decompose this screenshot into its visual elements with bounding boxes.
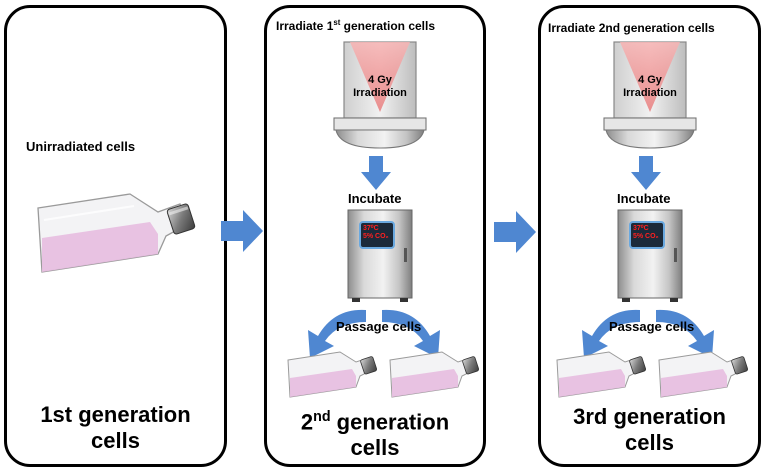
down-arrow-icon — [361, 156, 391, 190]
big-arrow-2 — [494, 211, 536, 253]
caption-ordinal: 2 — [300, 409, 314, 435]
dose-type: Irradiation — [353, 87, 407, 99]
dose-value: 4 Gy — [638, 74, 662, 86]
heading-text: Irradiate 1 — [276, 19, 334, 33]
dose-type: Irradiation — [623, 87, 677, 99]
second-generation-caption: 2nd generation cells — [264, 404, 486, 461]
passage-arrows-3 — [582, 309, 714, 358]
second-generation-caption-line2: cells — [350, 435, 400, 461]
incubate-label: Incubate — [348, 191, 402, 206]
radiation-beam — [350, 42, 410, 112]
third-generation-caption-line1: 3rd generation — [573, 404, 726, 429]
heading-superscript: st — [333, 18, 341, 27]
co2-readout: 5% CO₂ — [633, 233, 659, 240]
irradiator-3 — [603, 41, 697, 149]
dose-label-3: 4 Gy Irradiation — [610, 74, 690, 100]
down-arrow-icon — [631, 156, 661, 190]
irradiator-2 — [333, 41, 427, 149]
third-generation-caption: 3rd generation cells — [538, 404, 761, 456]
irradiate-second-generation-heading: Irradiate 2nd generation cells — [548, 21, 715, 35]
caption-superscript: nd — [313, 409, 331, 425]
temperature-readout: 37⁰C — [363, 225, 379, 232]
first-generation-caption: 1st generation cells — [4, 402, 227, 454]
passage-arrows-2 — [308, 309, 440, 358]
passage-cells-label-3: Passage cells — [609, 319, 695, 334]
dose-label-2: 4 Gy Irradiation — [340, 74, 420, 100]
radiation-beam — [620, 42, 680, 112]
caption-rest: generation — [330, 409, 450, 435]
flask-icon — [287, 351, 378, 398]
first-generation-caption-line1: 1st generation — [40, 402, 191, 427]
temperature-readout: 37⁰C — [633, 225, 649, 232]
unirradiated-cells-label: Unirradiated cells — [26, 139, 136, 154]
incubator-display-2: 37⁰C 5% CO₂ — [363, 225, 389, 241]
incubate-label: Incubate — [617, 191, 671, 206]
dose-value: 4 Gy — [368, 74, 392, 86]
incubator-2 — [347, 209, 413, 302]
irradiate-first-generation-heading: Irradiate 1st generation cells — [276, 18, 435, 33]
incubator-3 — [617, 209, 683, 302]
passage-cells-label-2: Passage cells — [336, 319, 422, 334]
third-generation-caption-line2: cells — [625, 430, 674, 455]
heading-rest: generation cells — [340, 19, 436, 33]
flask-icon — [37, 193, 196, 273]
flask-icon — [389, 351, 480, 398]
incubator-display-3: 37⁰C 5% CO₂ — [633, 225, 659, 241]
flask-icon — [556, 351, 647, 398]
second-generation-caption-line1: 2nd generation — [264, 404, 486, 435]
first-generation-caption-line2: cells — [91, 428, 140, 453]
flask-icon — [658, 351, 749, 398]
co2-readout: 5% CO₂ — [363, 233, 389, 240]
big-arrow-1 — [221, 210, 263, 252]
